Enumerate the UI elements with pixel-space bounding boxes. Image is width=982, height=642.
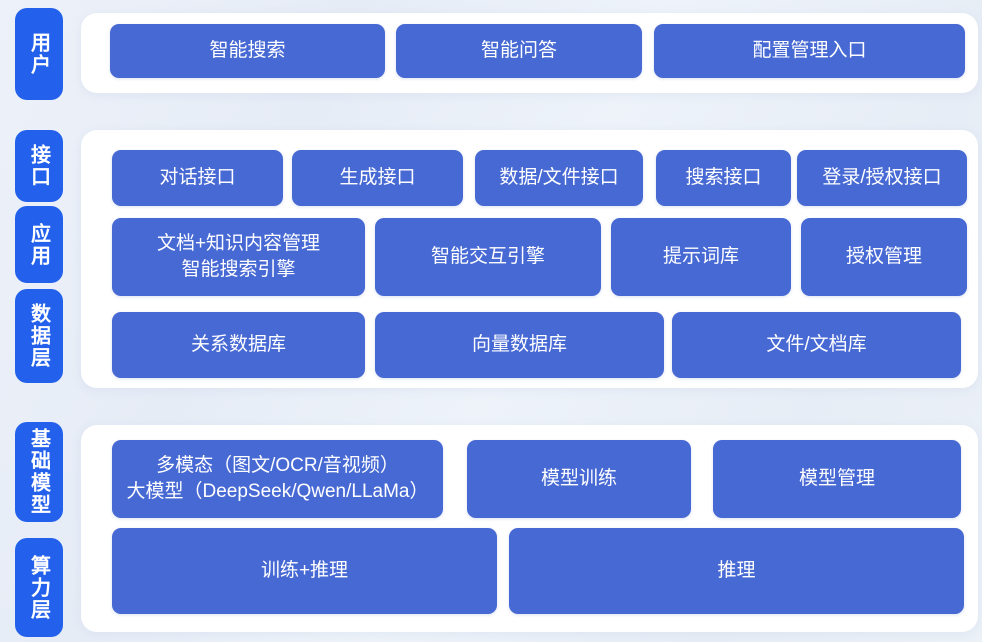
layer-label-user: 用户 — [15, 8, 63, 100]
block-vector-db: 向量数据库 — [375, 312, 664, 378]
block-auth-management: 授权管理 — [801, 218, 967, 296]
block-line: 多模态（图文/OCR/音视频） — [156, 454, 399, 476]
block-interactive-engine: 智能交互引擎 — [375, 218, 601, 296]
block-config-management-entry: 配置管理入口 — [654, 24, 965, 78]
block-line: 大模型（DeepSeek/Qwen/LLaMa） — [126, 481, 429, 502]
block-prompt-library: 提示词库 — [611, 218, 791, 296]
block-model-management: 模型管理 — [713, 440, 961, 518]
layer-label-interface: 接口 — [15, 130, 63, 202]
block-smart-search: 智能搜索 — [110, 24, 385, 78]
layer-label-data: 数据层 — [15, 289, 63, 383]
block-search-api: 搜索接口 — [656, 150, 791, 206]
block-dialog-api: 对话接口 — [112, 150, 283, 206]
block-smart-qa: 智能问答 — [396, 24, 642, 78]
block-generation-api: 生成接口 — [292, 150, 463, 206]
block-multimodal-llm: 多模态（图文/OCR/音视频） 大模型（DeepSeek/Qwen/LLaMa） — [112, 440, 443, 518]
layer-label-foundation-model: 基础模型 — [15, 422, 63, 522]
block-inference: 推理 — [509, 528, 964, 614]
block-file-doc-store: 文件/文档库 — [672, 312, 961, 378]
block-line: 文档+知识内容管理 — [156, 232, 321, 254]
block-doc-knowledge-search-engine: 文档+知识内容管理 智能搜索引擎 — [112, 218, 365, 296]
layer-label-application: 应用 — [15, 206, 63, 283]
layer-label-compute: 算力层 — [15, 538, 63, 637]
block-training-inference: 训练+推理 — [112, 528, 497, 614]
block-model-training: 模型训练 — [467, 440, 691, 518]
block-line: 智能搜索引擎 — [181, 259, 296, 280]
block-data-file-api: 数据/文件接口 — [475, 150, 643, 206]
block-login-auth-api: 登录/授权接口 — [797, 150, 967, 206]
block-relational-db: 关系数据库 — [112, 312, 365, 378]
